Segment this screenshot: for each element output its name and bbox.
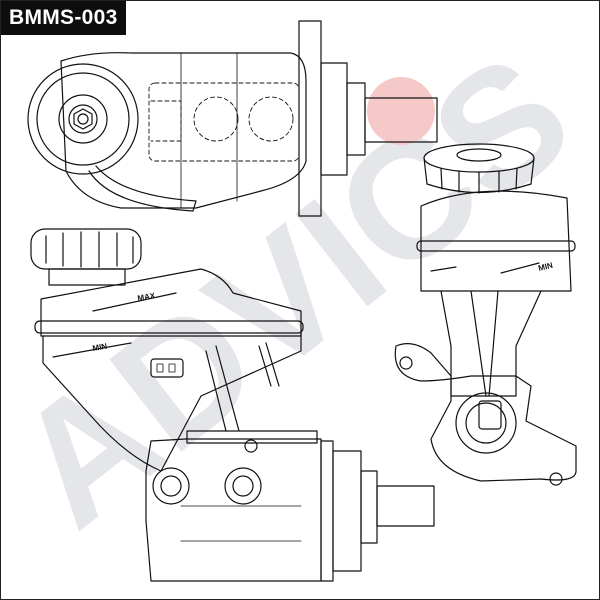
top-view-reservoir-cap — [27, 63, 139, 175]
max-mark: MAX — [137, 291, 157, 303]
side-view-pushrod — [376, 485, 435, 527]
flange-bolt-hole-left — [399, 356, 413, 370]
min-level-line — [52, 342, 132, 358]
min-mark: MIN — [92, 342, 108, 353]
top-view-pushrod — [364, 97, 438, 143]
max-level-line — [92, 292, 177, 312]
end-view-min-mark: MIN — [537, 261, 554, 273]
side-port-primary — [152, 467, 190, 505]
side-port-secondary — [224, 467, 262, 505]
level-sensor-connector — [150, 358, 184, 378]
watermark-accent-dot — [367, 77, 435, 145]
part-number-label: BMMS-003 — [1, 1, 126, 35]
flange-bolt-hole-right — [549, 472, 563, 486]
end-view-mounting-flange — [394, 343, 577, 482]
end-view — [394, 143, 577, 486]
top-view — [27, 20, 438, 217]
side-view — [30, 228, 435, 582]
end-view-bore — [455, 392, 517, 454]
part-number-text: BMMS-003 — [9, 6, 118, 29]
